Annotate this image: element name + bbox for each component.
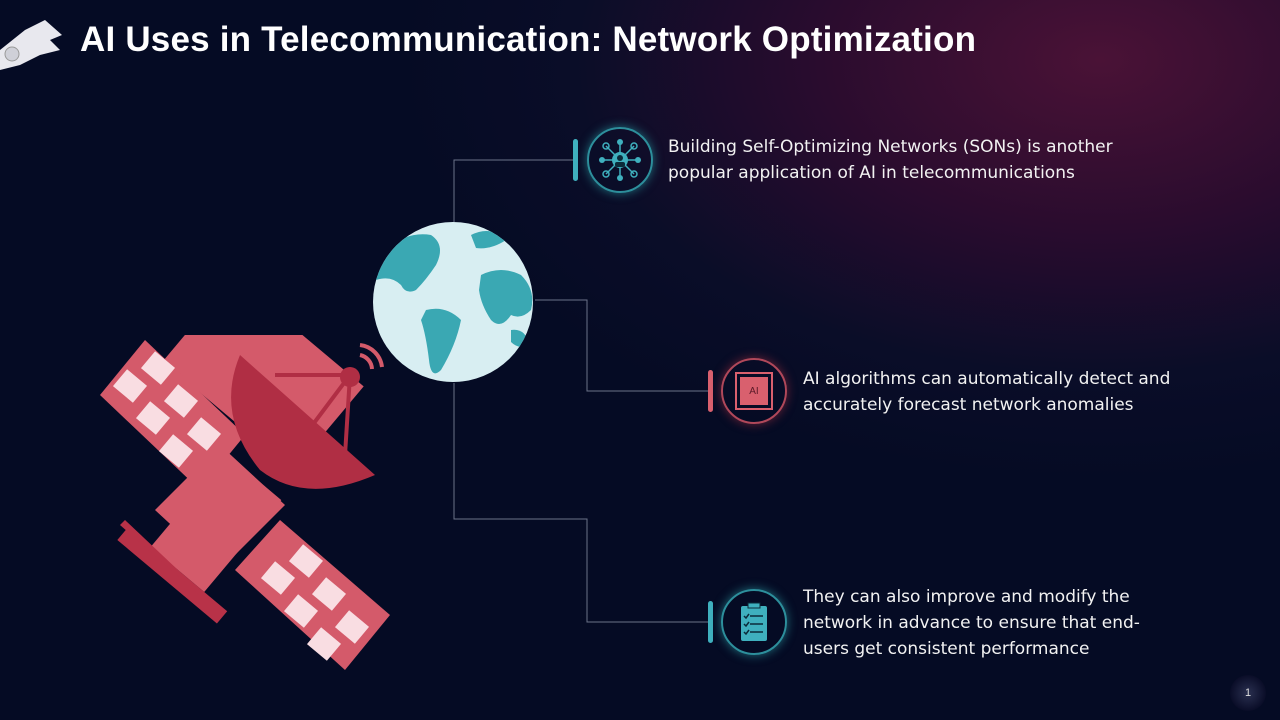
- robot-hand-icon: [0, 20, 62, 70]
- item-1-line-2: popular application of AI in telecommuni…: [668, 163, 1075, 183]
- item-3-line-1: They can also improve and modify the: [803, 587, 1130, 607]
- item-2-line-2: accurately forecast network anomalies: [803, 395, 1134, 415]
- item-2-accent-bar: [708, 370, 713, 412]
- item-1-icon-ring: [587, 127, 653, 193]
- item-2-line-1: AI algorithms can automatically detect a…: [803, 369, 1171, 389]
- item-1-accent-bar: [573, 139, 578, 181]
- item-3-accent-bar: [708, 601, 713, 643]
- item-2-text: AI algorithms can automatically detect a…: [803, 366, 1170, 418]
- item-3-line-2: network in advance to ensure that end-: [803, 613, 1140, 633]
- item-2-icon-ring: AI: [721, 358, 787, 424]
- item-1-line-1: Building Self-Optimizing Networks (SONs)…: [668, 137, 1113, 157]
- item-3-line-3: users get consistent performance: [803, 639, 1090, 659]
- ai-chip-icon: AI: [735, 372, 773, 410]
- page-title: AI Uses in Telecommunication: Network Op…: [80, 20, 977, 59]
- satellite-illustration: [100, 335, 390, 670]
- item-3-text: They can also improve and modify the net…: [803, 584, 1140, 662]
- page-number: 1: [1230, 675, 1266, 711]
- network-user-icon: [599, 139, 641, 181]
- clipboard-checklist-icon: [741, 602, 767, 641]
- item-1-text: Building Self-Optimizing Networks (SONs)…: [668, 134, 1113, 186]
- globe-icon: [373, 222, 533, 382]
- item-3-icon-ring: [721, 589, 787, 655]
